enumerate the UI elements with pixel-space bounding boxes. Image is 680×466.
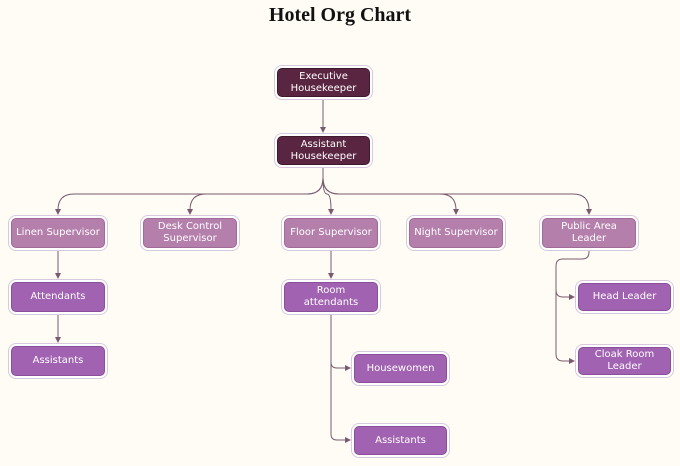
node-night-supervisor[interactable]: Night Supervisor: [409, 218, 503, 248]
connector-assistant-night: [322, 165, 459, 215]
connector-room-housewomen: [330, 312, 351, 371]
node-housewomen[interactable]: Housewomen: [354, 354, 447, 383]
node-floor-assistants[interactable]: Assistants: [354, 426, 447, 455]
connector-room-assistants: [330, 312, 351, 443]
node-public-area-leader[interactable]: Public Area Leader: [542, 218, 636, 248]
node-room-attendants[interactable]: Room attendants: [284, 282, 378, 312]
connector-assistant-public: [322, 165, 592, 215]
node-attendants[interactable]: Attendants: [11, 282, 105, 312]
node-executive-housekeeper[interactable]: Executive Housekeeper: [277, 68, 370, 97]
node-desk-control-supervisor[interactable]: Desk Control Supervisor: [143, 218, 237, 248]
node-cloak-room-leader[interactable]: Cloak Room Leader: [578, 347, 671, 375]
node-linen-supervisor[interactable]: Linen Supervisor: [11, 218, 105, 248]
chart-title: Hotel Org Chart: [268, 4, 412, 26]
connector-public-cloak: [555, 290, 575, 364]
connector-public-head: [555, 248, 590, 300]
node-head-leader[interactable]: Head Leader: [578, 283, 671, 311]
node-linen-assistants[interactable]: Assistants: [11, 346, 105, 376]
connector-assistant-desk: [187, 165, 324, 215]
node-floor-supervisor[interactable]: Floor Supervisor: [284, 218, 378, 248]
node-assistant-housekeeper[interactable]: Assistant Housekeeper: [277, 136, 370, 165]
